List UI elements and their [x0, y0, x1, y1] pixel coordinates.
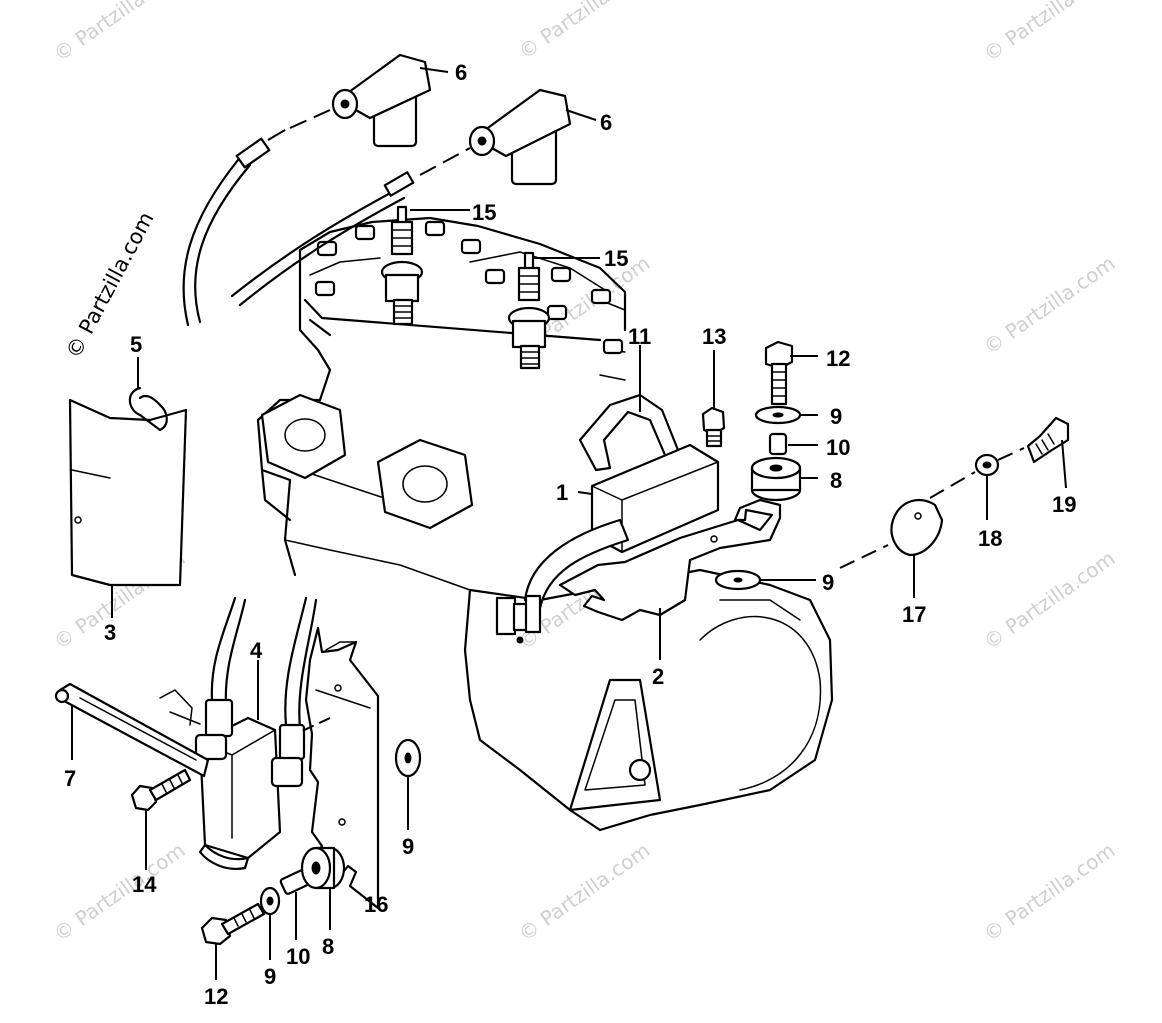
- spark-plug-right: [507, 251, 551, 370]
- callout-17: 17: [902, 602, 926, 627]
- ignition-wire-right: [230, 147, 471, 307]
- coil-strap: [578, 393, 682, 472]
- washer-9-mid: [714, 569, 762, 591]
- watermark: © Partzilla.com: [979, 0, 1119, 66]
- washer-18: [974, 453, 1000, 477]
- watermark: © Partzilla.com: [979, 546, 1119, 654]
- plug-cap-upper: [331, 53, 432, 148]
- watermark: © Partzilla.com: [49, 838, 189, 946]
- ignition-coil-4: [159, 596, 318, 870]
- callout-9-upper: 9: [830, 404, 842, 429]
- head-nuts: [314, 220, 624, 355]
- watermark: © Partzilla.com: [49, 0, 189, 66]
- callout-9-lower: 9: [264, 964, 276, 989]
- callout-2: 2: [652, 664, 664, 689]
- engine-block: [256, 216, 834, 832]
- watermark: © Partzilla.com: [514, 0, 654, 64]
- watermark-vertical: © Partzilla.com: [61, 208, 158, 362]
- callout-13: 13: [702, 324, 726, 349]
- callout-12-lower: 12: [204, 984, 228, 1009]
- clamp-strap-7: [54, 682, 210, 778]
- washer-9-left: [394, 738, 422, 778]
- callout-14: 14: [132, 872, 157, 897]
- callout-8-lower: 8: [322, 934, 334, 959]
- bolt-14: [130, 768, 192, 812]
- bolt-12-lower: [200, 902, 266, 946]
- grommet-8-upper: [750, 456, 802, 502]
- screw-19: [1026, 416, 1070, 464]
- callout-6-lower: 6: [600, 110, 612, 135]
- mounting-bracket-16: [304, 626, 380, 910]
- callout-12-upper: 12: [826, 346, 850, 371]
- callout-5: 5: [130, 332, 142, 357]
- callout-9-left: 9: [402, 834, 414, 859]
- callout-3: 3: [104, 620, 116, 645]
- watermark: © Partzilla.com: [979, 838, 1119, 946]
- callout-9-mid: 9: [822, 570, 834, 595]
- callout-7: 7: [64, 766, 76, 791]
- callout-10-lower: 10: [286, 944, 310, 969]
- callout-labels: 1 2 3 4 5 6 6 7 8 8 9 9 9 9 10 10 11 12 …: [64, 60, 1076, 1009]
- callout-11: 11: [628, 324, 651, 349]
- watermark: © Partzilla.com: [979, 251, 1119, 359]
- spark-plug-left: [380, 205, 424, 326]
- mounting-plate: [558, 498, 782, 622]
- callout-16: 16: [364, 892, 388, 917]
- plug-cap-lower: [468, 88, 572, 186]
- callout-18: 18: [978, 526, 1002, 551]
- callout-15-lower: 15: [604, 246, 628, 271]
- spacer-10-upper: [768, 432, 788, 456]
- callout-19: 19: [1052, 492, 1076, 517]
- callout-8-right: 8: [830, 468, 842, 493]
- bolt-13: [701, 406, 726, 448]
- callout-6-upper: 6: [455, 60, 467, 85]
- cover-plate-17: [890, 498, 944, 557]
- bolt-12-upper: [764, 340, 794, 406]
- washer-9-lower: [259, 886, 281, 916]
- washer-9-upper: [754, 405, 802, 425]
- ignition-coil-module: [495, 443, 720, 644]
- callout-1: 1: [556, 480, 568, 505]
- callout-10-upper: 10: [826, 435, 850, 460]
- leader-lines: [71, 67, 1067, 980]
- heat-shield: [68, 398, 188, 587]
- ignition-wire-left: [182, 109, 331, 327]
- retaining-clip: [128, 386, 168, 432]
- watermark: © Partzilla.com: [514, 838, 654, 946]
- callout-4: 4: [250, 638, 263, 663]
- grommet-8-lower: [300, 846, 346, 890]
- callout-15-upper: 15: [472, 200, 496, 225]
